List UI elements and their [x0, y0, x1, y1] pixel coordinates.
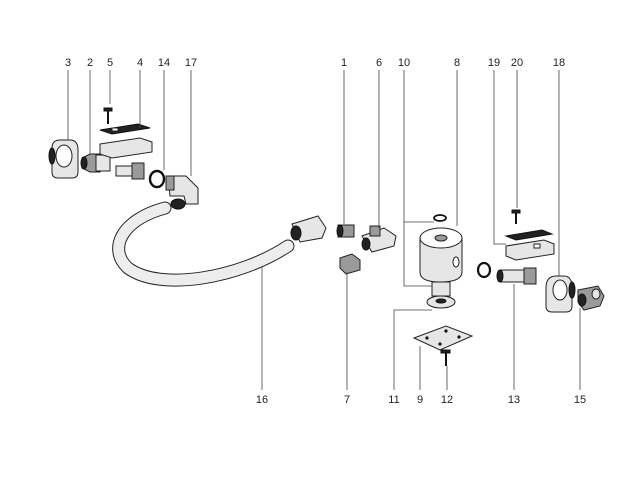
label-8: 8 [454, 57, 460, 69]
label-13: 13 [508, 394, 520, 406]
callout-labels: 3 2 5 4 14 17 1 6 10 8 19 20 18 16 7 11 … [65, 57, 586, 406]
label-10: 10 [398, 57, 410, 69]
part-3-bracket [48, 139, 79, 179]
part-1-nipple [336, 224, 355, 238]
part-2-union [80, 153, 111, 173]
label-4: 4 [137, 57, 143, 69]
part-10-washer [433, 214, 447, 222]
part-8-canister [419, 227, 463, 309]
label-3: 3 [65, 57, 71, 69]
part-hex-extension [115, 162, 145, 180]
part-14-o-ring [148, 169, 166, 189]
label-15: 15 [574, 394, 586, 406]
label-20: 20 [511, 57, 523, 69]
part-18-bracket [545, 275, 576, 313]
label-5: 5 [107, 57, 113, 69]
part-7-nut [339, 253, 361, 275]
part-4-clamp-block [99, 123, 153, 159]
part-20-screw [511, 209, 521, 224]
leader-lines [67, 70, 581, 390]
part-9-plate [412, 325, 474, 351]
label-7: 7 [344, 394, 350, 406]
part-6-tee [361, 225, 397, 253]
part-elbow-center [290, 215, 327, 243]
label-2: 2 [87, 57, 93, 69]
label-6: 6 [376, 57, 382, 69]
label-16: 16 [256, 394, 268, 406]
part-19-clamp-block [504, 229, 555, 261]
part-17-elbow [165, 175, 199, 210]
label-17: 17 [185, 57, 197, 69]
part-13-extension [496, 267, 537, 285]
label-12: 12 [441, 394, 453, 406]
part-12-screw [440, 349, 451, 366]
label-14: 14 [158, 57, 170, 69]
part-15-elbow [577, 285, 605, 311]
part-o-ring-right [476, 261, 492, 279]
label-9: 9 [417, 394, 423, 406]
part-5-screw [103, 107, 113, 124]
label-19: 19 [488, 57, 500, 69]
part-16-hose [112, 201, 295, 287]
label-18: 18 [553, 57, 565, 69]
label-11: 11 [388, 394, 399, 406]
label-1: 1 [341, 57, 347, 69]
